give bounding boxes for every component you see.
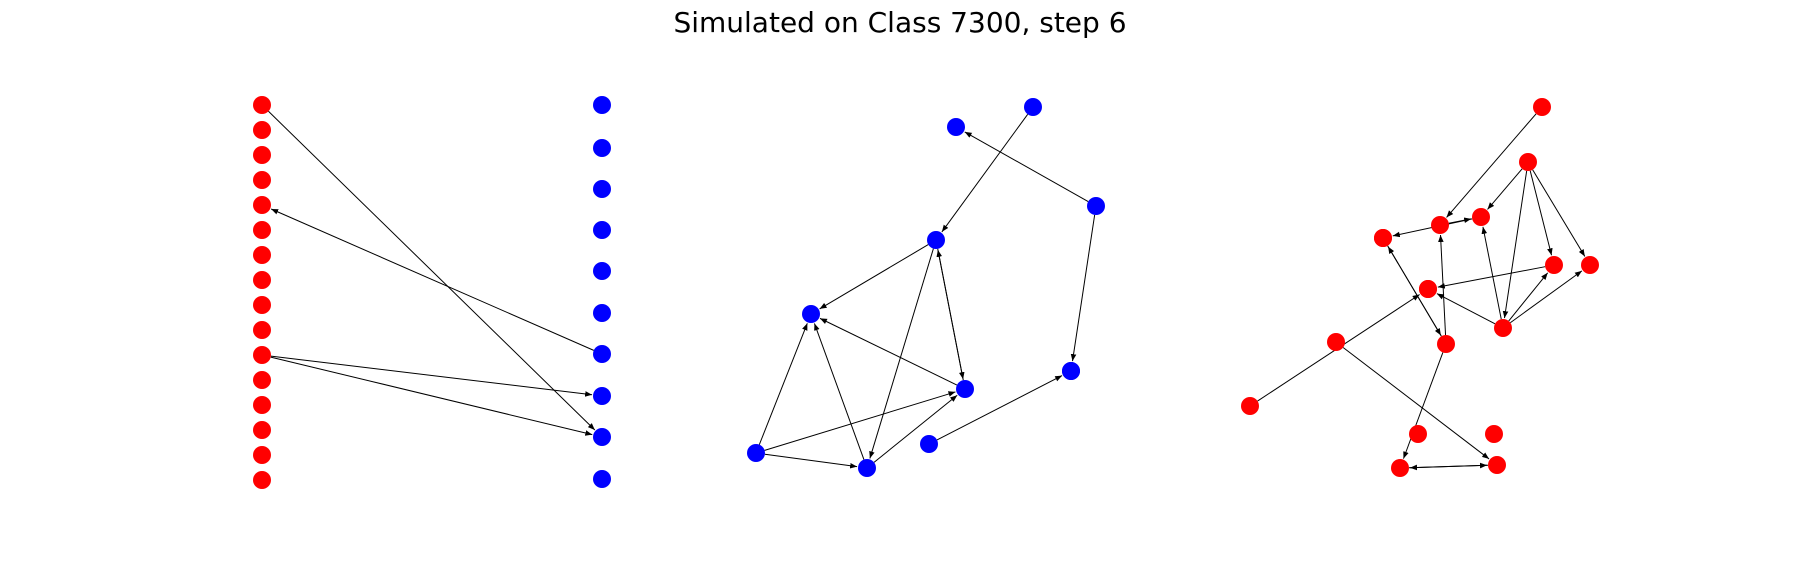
edge-bipartite-L10-R8: [270, 356, 593, 436]
node-red-graph-C18: [1485, 425, 1503, 443]
node-red-graph-C2: [1519, 153, 1537, 171]
edge-blue-graph-B9-B10: [764, 453, 858, 469]
node-blue-graph-B9: [747, 444, 765, 462]
edge-red-graph-C2-C7: [1529, 170, 1553, 256]
edge-red-graph-C4-C3: [1448, 217, 1472, 224]
node-red-graph-C1: [1533, 98, 1551, 116]
node-blue-graph-B8: [1062, 362, 1080, 380]
edge-blue-graph-B4-B5: [819, 244, 929, 310]
edge-red-graph-C13-C15: [1342, 347, 1490, 460]
node-red-graph-C3: [1472, 208, 1490, 226]
node-bipartite-L5: [253, 221, 271, 239]
node-blue-graph-B6: [956, 380, 974, 398]
node-bipartite-L6: [253, 246, 271, 264]
nodes-layer: [253, 96, 1599, 489]
node-bipartite-L10: [253, 346, 271, 364]
node-blue-graph-B3: [1087, 197, 1105, 215]
node-bipartite-L3: [253, 171, 271, 189]
edge-bipartite-L10-R7: [270, 355, 593, 397]
node-bipartite-R6: [593, 345, 611, 363]
edge-red-graph-C12-C4: [1438, 234, 1447, 336]
edge-red-graph-C11-C7: [1508, 272, 1549, 322]
edge-blue-graph-B6-B4: [936, 249, 964, 381]
edge-red-graph-C2-C11: [1502, 170, 1528, 319]
node-bipartite-L14: [253, 446, 271, 464]
edge-red-graph-C11-C8: [1509, 270, 1583, 324]
edge-red-graph-C7-C9: [1437, 266, 1546, 289]
edge-red-graph-C11-C3: [1481, 226, 1502, 320]
node-bipartite-L2: [253, 146, 271, 164]
node-bipartite-R2: [593, 180, 611, 198]
edges-layer: [268, 110, 1586, 471]
edge-red-graph-C16-C15: [1408, 462, 1488, 469]
edge-red-graph-C2-C8: [1532, 169, 1586, 257]
edge-blue-graph-B3-B1: [964, 131, 1089, 203]
node-red-graph-C14: [1241, 397, 1259, 415]
edge-bipartite-R6-L4: [270, 208, 594, 351]
node-red-graph-C7: [1545, 256, 1563, 274]
edge-red-graph-C12-C16: [1403, 352, 1444, 459]
edge-red-graph-C1-C4: [1446, 113, 1537, 218]
node-red-graph-C16: [1391, 459, 1409, 477]
edge-blue-graph-B6-B5: [819, 317, 958, 386]
node-bipartite-R3: [593, 221, 611, 239]
node-bipartite-L12: [253, 396, 271, 414]
edge-blue-graph-B4-B10: [869, 248, 934, 459]
node-bipartite-R7: [593, 387, 611, 405]
node-red-graph-C13: [1327, 333, 1345, 351]
node-bipartite-L7: [253, 271, 271, 289]
node-bipartite-R1: [593, 139, 611, 157]
node-bipartite-L4: [253, 196, 271, 214]
edge-blue-graph-B2-B4: [941, 113, 1029, 233]
node-red-graph-C6: [1374, 229, 1392, 247]
node-red-graph-C15: [1488, 456, 1506, 474]
node-blue-graph-B2: [1024, 98, 1042, 116]
node-bipartite-L15: [253, 471, 271, 489]
node-blue-graph-B1: [947, 118, 965, 136]
figure-title: Simulated on Class 7300, step 6: [673, 6, 1127, 39]
node-red-graph-C11: [1494, 319, 1512, 337]
node-bipartite-R4: [593, 262, 611, 280]
edge-red-graph-C12-C5: [1387, 246, 1442, 337]
node-bipartite-L11: [253, 371, 271, 389]
node-blue-graph-B5: [802, 305, 820, 323]
node-bipartite-L8: [253, 296, 271, 314]
edge-blue-graph-B3-B8: [1070, 214, 1096, 362]
node-red-graph-C12: [1437, 335, 1455, 353]
node-red-graph-C8: [1581, 256, 1599, 274]
edge-red-graph-C2-C3: [1487, 168, 1523, 210]
node-bipartite-L1: [253, 121, 271, 139]
node-red-graph-C4: [1431, 216, 1449, 234]
node-bipartite-R0: [593, 96, 611, 114]
edge-blue-graph-B10-B6: [873, 394, 958, 463]
node-bipartite-R5: [593, 304, 611, 322]
edge-blue-graph-B11-B8: [936, 375, 1063, 441]
edge-blue-graph-B9-B5: [758, 323, 808, 445]
edge-blue-graph-B10-B5: [813, 323, 865, 460]
edge-red-graph-C11-C9: [1436, 293, 1496, 325]
node-blue-graph-B4: [927, 231, 945, 249]
node-red-graph-C10: [1419, 280, 1437, 298]
node-bipartite-L13: [253, 421, 271, 439]
edge-blue-graph-B9-B6: [764, 391, 956, 451]
node-bipartite-R9: [593, 470, 611, 488]
node-red-graph-C17: [1409, 425, 1427, 443]
edge-bipartite-L0-R8: [268, 110, 596, 431]
node-bipartite-L0: [253, 96, 271, 114]
node-blue-graph-B10: [858, 459, 876, 477]
node-bipartite-L9: [253, 321, 271, 339]
node-blue-graph-B11: [920, 435, 938, 453]
node-bipartite-R8: [593, 428, 611, 446]
